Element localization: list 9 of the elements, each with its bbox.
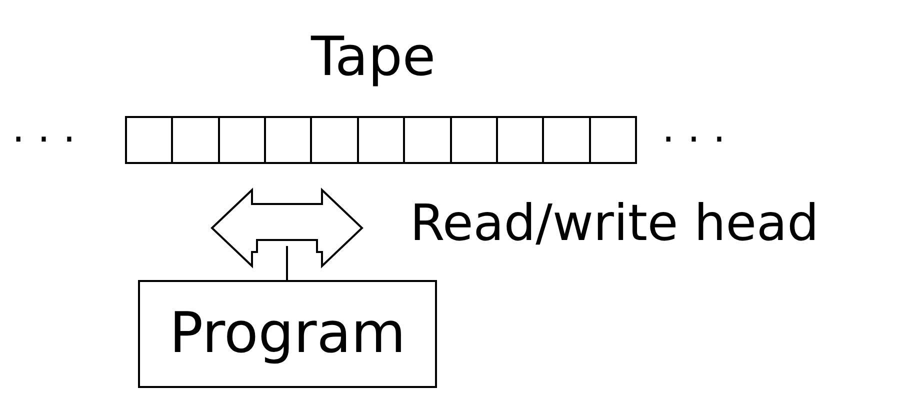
read-write-head-drawing — [210, 188, 364, 268]
tape-cells — [125, 116, 637, 164]
ellipsis: · · · — [662, 120, 726, 160]
box-label: Program — [169, 306, 406, 362]
ellipsis: · · · — [12, 120, 76, 160]
process-box — [138, 280, 437, 388]
tape-heading: Tape — [311, 30, 436, 84]
connector-line — [286, 246, 288, 280]
head-label: Read/write head — [410, 198, 819, 248]
